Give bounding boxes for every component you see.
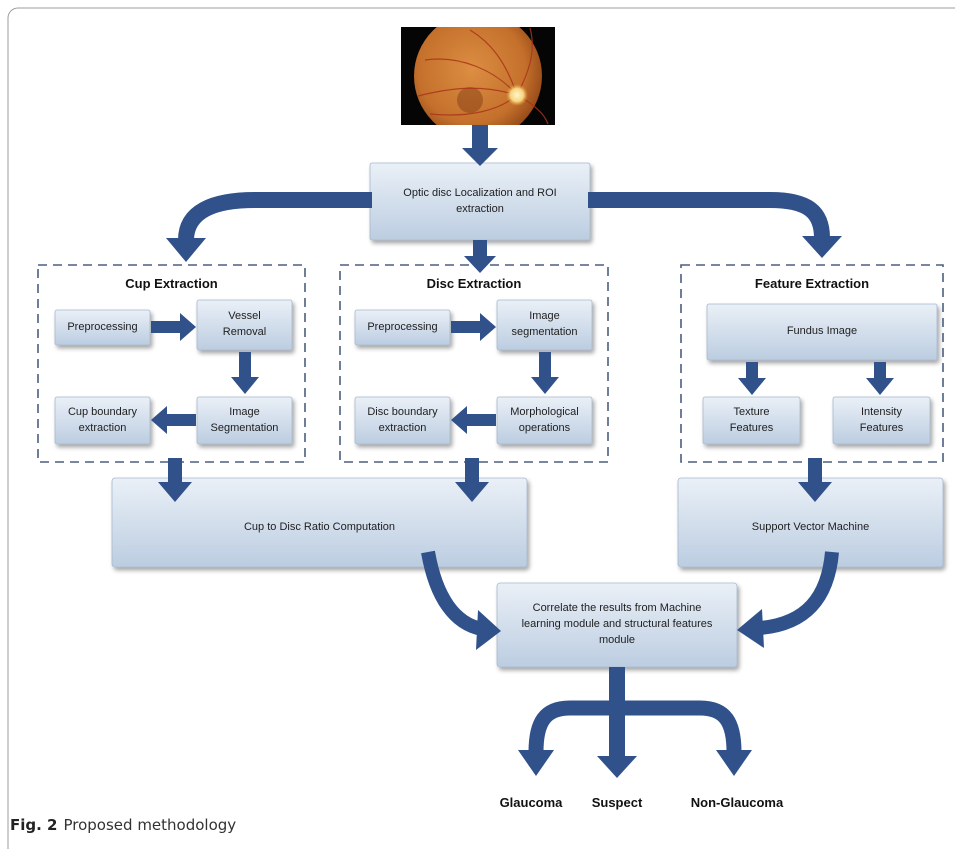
arrow-to-non-glaucoma-head [716,750,752,776]
arrow-roi-to-cup-shaft [178,192,372,241]
output-suspect: Suspect [591,795,643,810]
disc-segmentation-label: Image segmentation [511,310,578,338]
arrow-roi-to-feature-head [802,236,842,258]
svm-label: Support Vector Machine [751,520,870,533]
arrow-feature-to-svm [798,458,832,502]
arrow-disc-to-cdr [455,458,489,502]
arrow-to-non-glaucoma-shaft [617,700,742,753]
vessel-removal-box [196,299,293,351]
arrow-fundus-to-roi [462,125,498,166]
cup-extraction-title: Cup Extraction [125,276,218,291]
arrow-fundus-to-texture [738,362,766,395]
fundus-image-label: Fundus Image [786,325,858,338]
disc-extraction-title: Disc Extraction [426,276,522,291]
texture-features-label: Texture Features [729,405,774,434]
arrow-svm-to-correlate-shaft [759,551,839,635]
arrow-svm-to-correlate-head [737,609,764,648]
cup-preprocessing-label: Preprocessing [67,320,138,333]
cdr-computation-box [111,477,528,568]
arrow-vessel-to-cup-seg [231,352,259,394]
vessel-removal-label: Vessel Removal [222,310,267,338]
roi-extraction-label: Optic disc Localization and ROI extracti… [403,186,557,215]
arrow-disc-pre-to-seg [451,313,496,341]
arrow-roi-to-cup-head [166,238,206,262]
cup-extraction-frame [37,264,306,463]
disc-boundary-box [354,396,451,445]
arrow-morph-to-disc-boundary [451,406,496,434]
arrow-cup-to-cdr [158,458,192,502]
cup-preprocessing-box [54,309,151,346]
fundus-photo [401,27,555,125]
morphological-label: Morphological operations [510,405,579,434]
arrow-to-suspect [597,667,637,778]
arrow-to-glaucoma-head [518,750,554,776]
disc-preprocessing-label: Preprocessing [367,320,438,333]
feature-extraction-title: Feature Extraction [754,276,870,291]
cup-boundary-label: Cup boundary extraction [67,405,138,434]
texture-features-box [702,396,801,445]
arrow-cup-pre-to-vessel [151,313,196,341]
disc-extraction-frame [339,264,609,463]
caption-label: Fig. 2 [10,816,58,834]
caption-text: Proposed methodology [63,816,237,834]
disc-segmentation-box [496,299,593,351]
figure-frame [7,7,955,849]
correlate-label: Correlate the results from Machine learn… [521,602,713,646]
intensity-features-box [832,396,931,445]
arrow-roi-to-disc [464,240,496,273]
arrow-disc-seg-to-morph [531,352,559,394]
arrow-fundus-to-intensity [866,362,894,395]
cdr-computation-label: Cup to Disc Ratio Computation [243,520,395,533]
arrow-cdr-to-correlate-head [476,610,501,650]
morphological-box [496,396,593,445]
output-glaucoma: Glaucoma [499,795,563,810]
disc-preprocessing-box [354,309,451,346]
arrow-cdr-to-correlate-shaft [421,550,484,636]
fundus-image-box [706,303,938,361]
arrow-roi-to-feature-shaft [588,192,830,239]
output-non-glaucoma: Non-Glaucoma [690,795,784,810]
intensity-features-label: Intensity Features [859,405,904,434]
arrow-cup-seg-to-boundary [151,406,196,434]
cup-segmentation-label: Image Segmentation [210,405,279,434]
disc-boundary-label: Disc boundary extraction [367,405,438,434]
arrow-to-glaucoma-shaft [528,700,617,753]
cup-segmentation-box [196,396,293,445]
cup-boundary-box [54,396,151,445]
figure-caption: Fig. 2 Proposed methodology [10,816,236,834]
